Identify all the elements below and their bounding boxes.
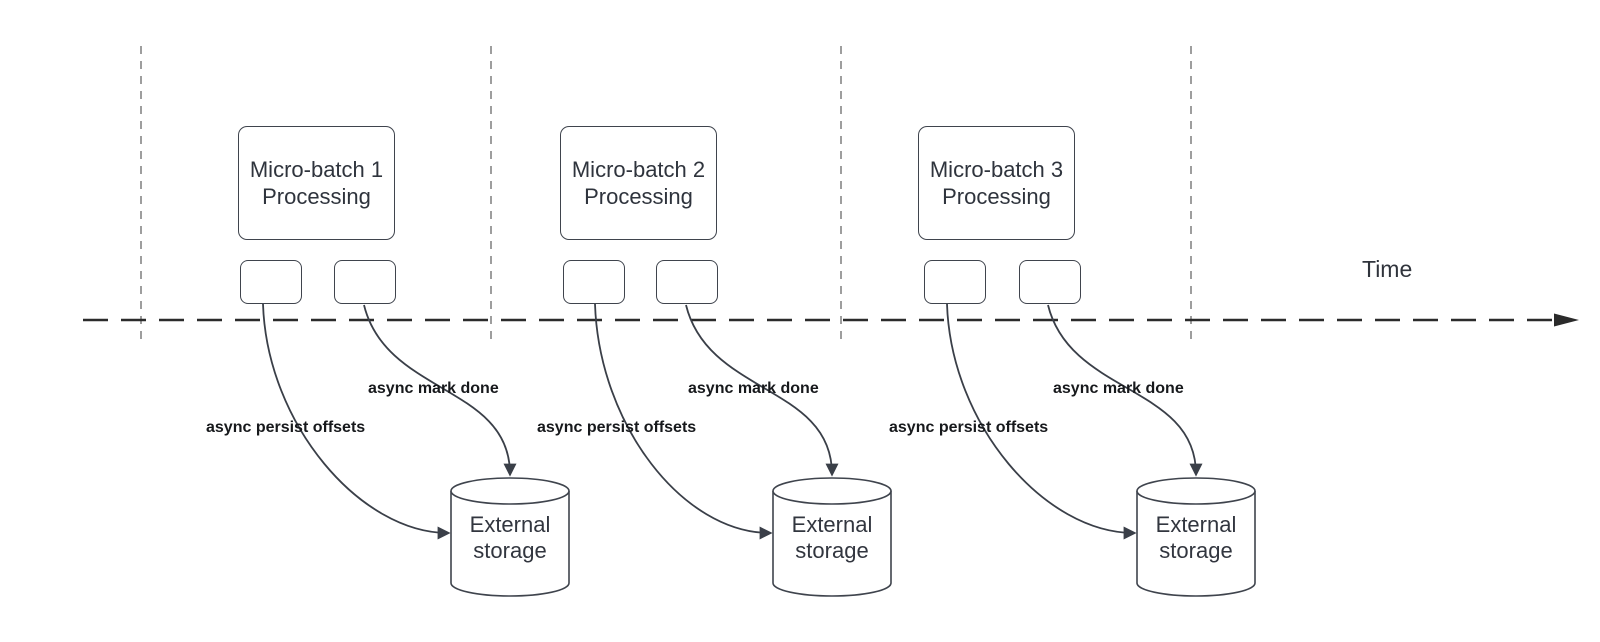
- micro-batch-1-box-label: Micro-batch 1 Processing: [250, 156, 383, 210]
- box-label-line2: Processing: [942, 184, 1051, 209]
- storage-label-line1: External: [1155, 512, 1237, 537]
- micro-batch-3-box-label: Micro-batch 3 Processing: [930, 156, 1063, 210]
- storage-label-line2: storage: [1159, 538, 1233, 563]
- box-label-line1: Micro-batch 3: [929, 157, 1064, 182]
- offset-task-box-1: [240, 260, 302, 304]
- mark-done-arrow-1: [363, 304, 517, 477]
- done-task-box-3: [1019, 260, 1081, 304]
- box-label-line1: Micro-batch 1: [249, 157, 384, 182]
- storage-label-line2: storage: [795, 538, 869, 563]
- box-label-line2: Processing: [584, 184, 693, 209]
- offset-task-box-3: [924, 260, 986, 304]
- box-label-line1: Micro-batch 2: [571, 157, 706, 182]
- storage-cylinder-top-3: [1136, 477, 1256, 505]
- storage-label-line2: storage: [473, 538, 547, 563]
- persist-offsets-arrow-3: [946, 303, 1137, 540]
- micro-batch-2-box-label: Micro-batch 2 Processing: [572, 156, 705, 210]
- storage-label-line1: External: [469, 512, 551, 537]
- external-storage-label-3: External storage: [1137, 512, 1255, 564]
- mark-done-arrow-3: [1047, 304, 1203, 477]
- storage-cylinder-top-2: [772, 477, 892, 505]
- micro-batch-3-box: Micro-batch 3 Processing: [918, 126, 1075, 240]
- mark-done-label-3: async mark done: [1053, 380, 1184, 397]
- mark-done-label-2: async mark done: [688, 380, 819, 397]
- box-label-line2: Processing: [262, 184, 371, 209]
- storage-cylinder-top-1: [450, 477, 570, 505]
- persist-offsets-arrow-2: [594, 303, 773, 540]
- done-task-box-2: [656, 260, 718, 304]
- persist-offsets-label-2: async persist offsets: [537, 419, 697, 436]
- offset-task-box-2: [563, 260, 625, 304]
- persist-offsets-arrow-1: [262, 303, 451, 540]
- external-storage-label-1: External storage: [451, 512, 569, 564]
- time-axis-arrowhead-icon: [1554, 313, 1579, 327]
- done-task-box-1: [334, 260, 396, 304]
- micro-batch-1-box: Micro-batch 1 Processing: [238, 126, 395, 240]
- mark-done-arrow-2: [685, 304, 839, 477]
- storage-cylinder-body-1: [450, 491, 570, 597]
- time-axis-label: Time: [1362, 256, 1413, 282]
- external-storage-label-2: External storage: [773, 512, 891, 564]
- persist-offsets-label-1: async persist offsets: [206, 419, 366, 436]
- storage-label-line1: External: [791, 512, 873, 537]
- storage-cylinder-body-3: [1136, 491, 1256, 597]
- storage-cylinder-body-2: [772, 491, 892, 597]
- persist-offsets-label-3: async persist offsets: [889, 419, 1049, 436]
- mark-done-label-1: async mark done: [368, 380, 499, 397]
- micro-batch-2-box: Micro-batch 2 Processing: [560, 126, 717, 240]
